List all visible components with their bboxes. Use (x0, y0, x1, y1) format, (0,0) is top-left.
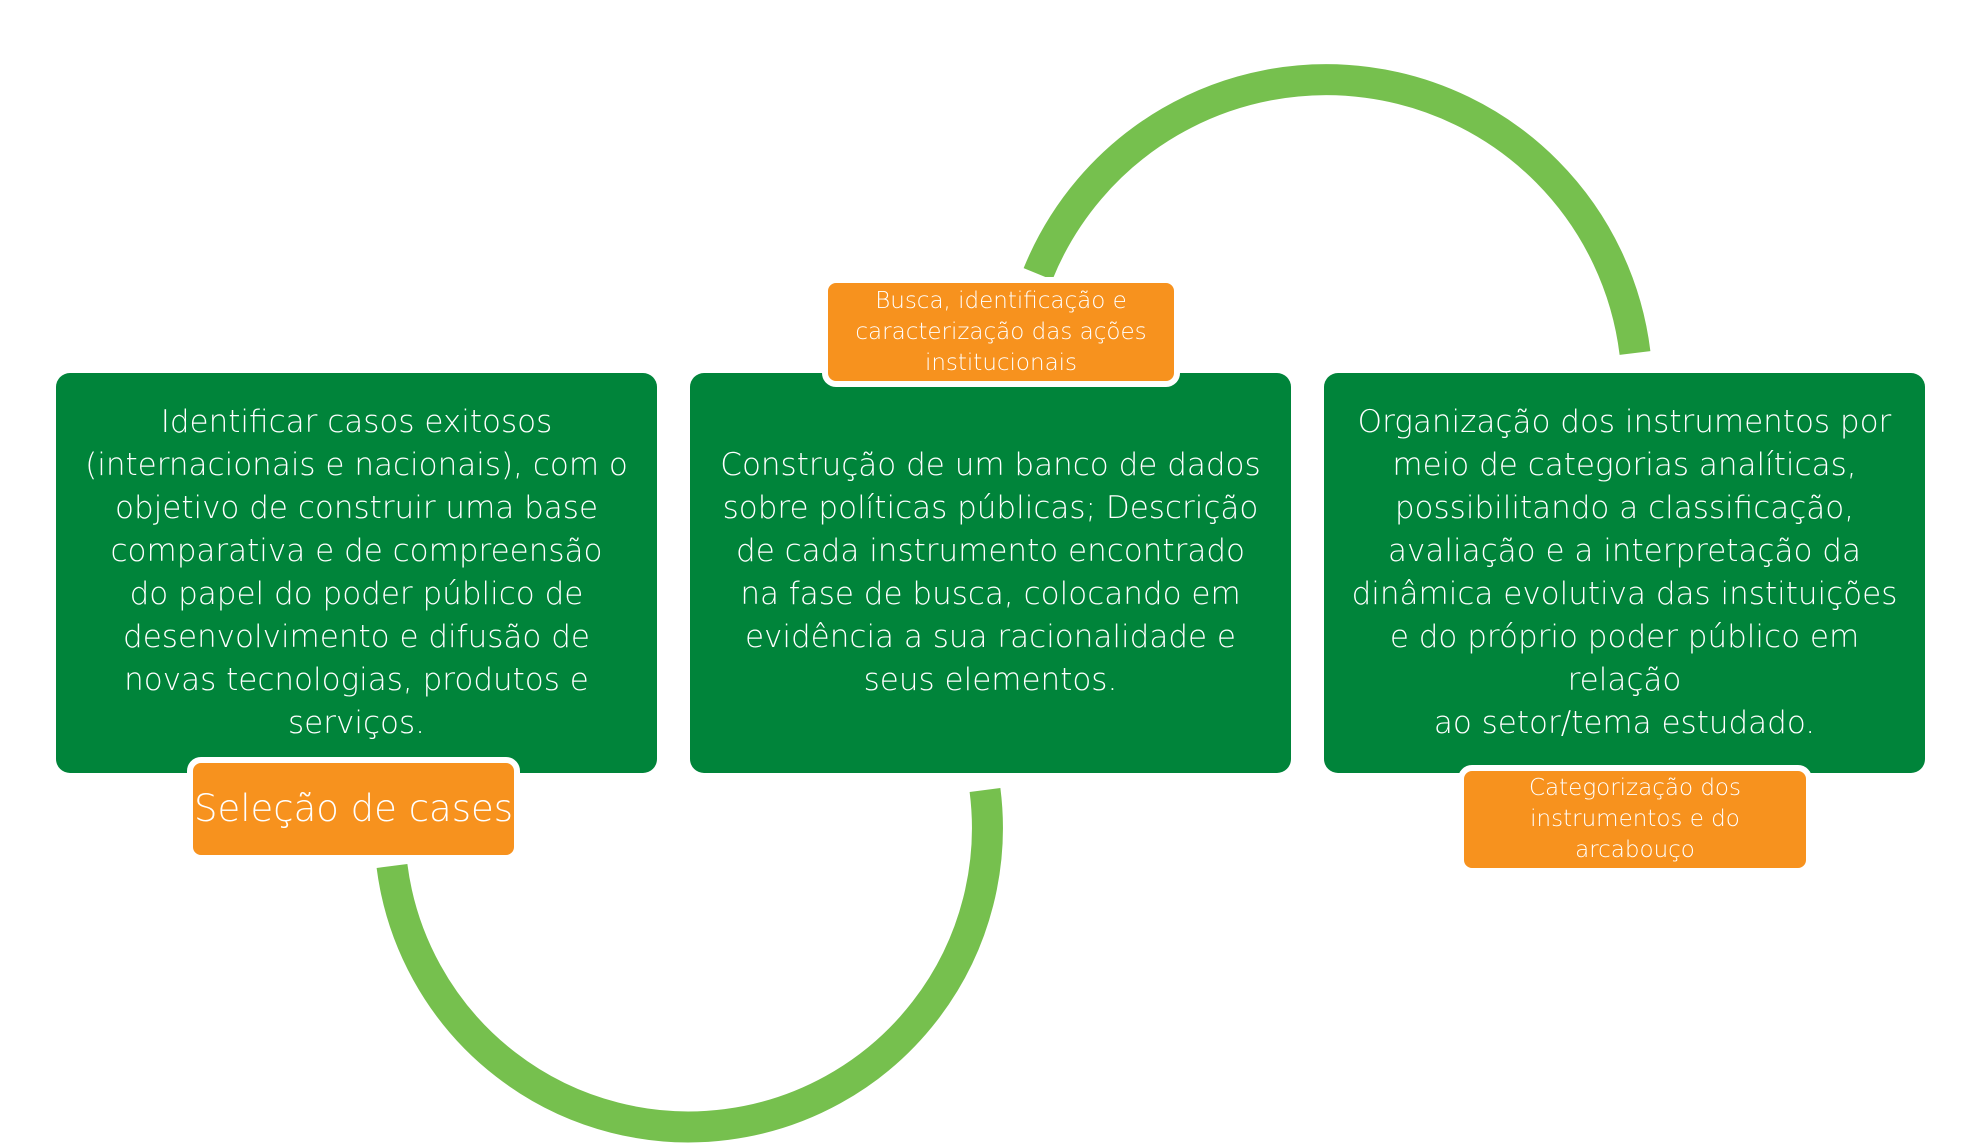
top-connector-arc (1023, 64, 1651, 355)
step-label-selection-text: Seleção de cases (193, 787, 514, 830)
step-label-search-text: Busca, identificação e caracterização da… (855, 287, 1147, 376)
bottom-connector-arc (376, 788, 1003, 1143)
step-description-selection: Identificar casos exitosos (internaciona… (85, 404, 628, 741)
step-box-selection: Identificar casos exitosos (internaciona… (56, 373, 657, 773)
step-label-search: Busca, identificação e caracterização da… (822, 277, 1180, 387)
step-box-search: Construção de um banco de dados sobre po… (690, 373, 1291, 773)
step-description-categorization: Organização dos instrumentos por meio de… (1351, 404, 1898, 741)
step-box-categorization: Organização dos instrumentos por meio de… (1324, 373, 1925, 773)
step-label-categorization: Categorização dos instrumentos e do arca… (1458, 765, 1812, 874)
step-description-search: Construção de um banco de dados sobre po… (720, 447, 1261, 698)
step-label-categorization-text: Categorização dos instrumentos e do arca… (1529, 775, 1741, 863)
step-label-selection: Seleção de cases (187, 757, 520, 861)
